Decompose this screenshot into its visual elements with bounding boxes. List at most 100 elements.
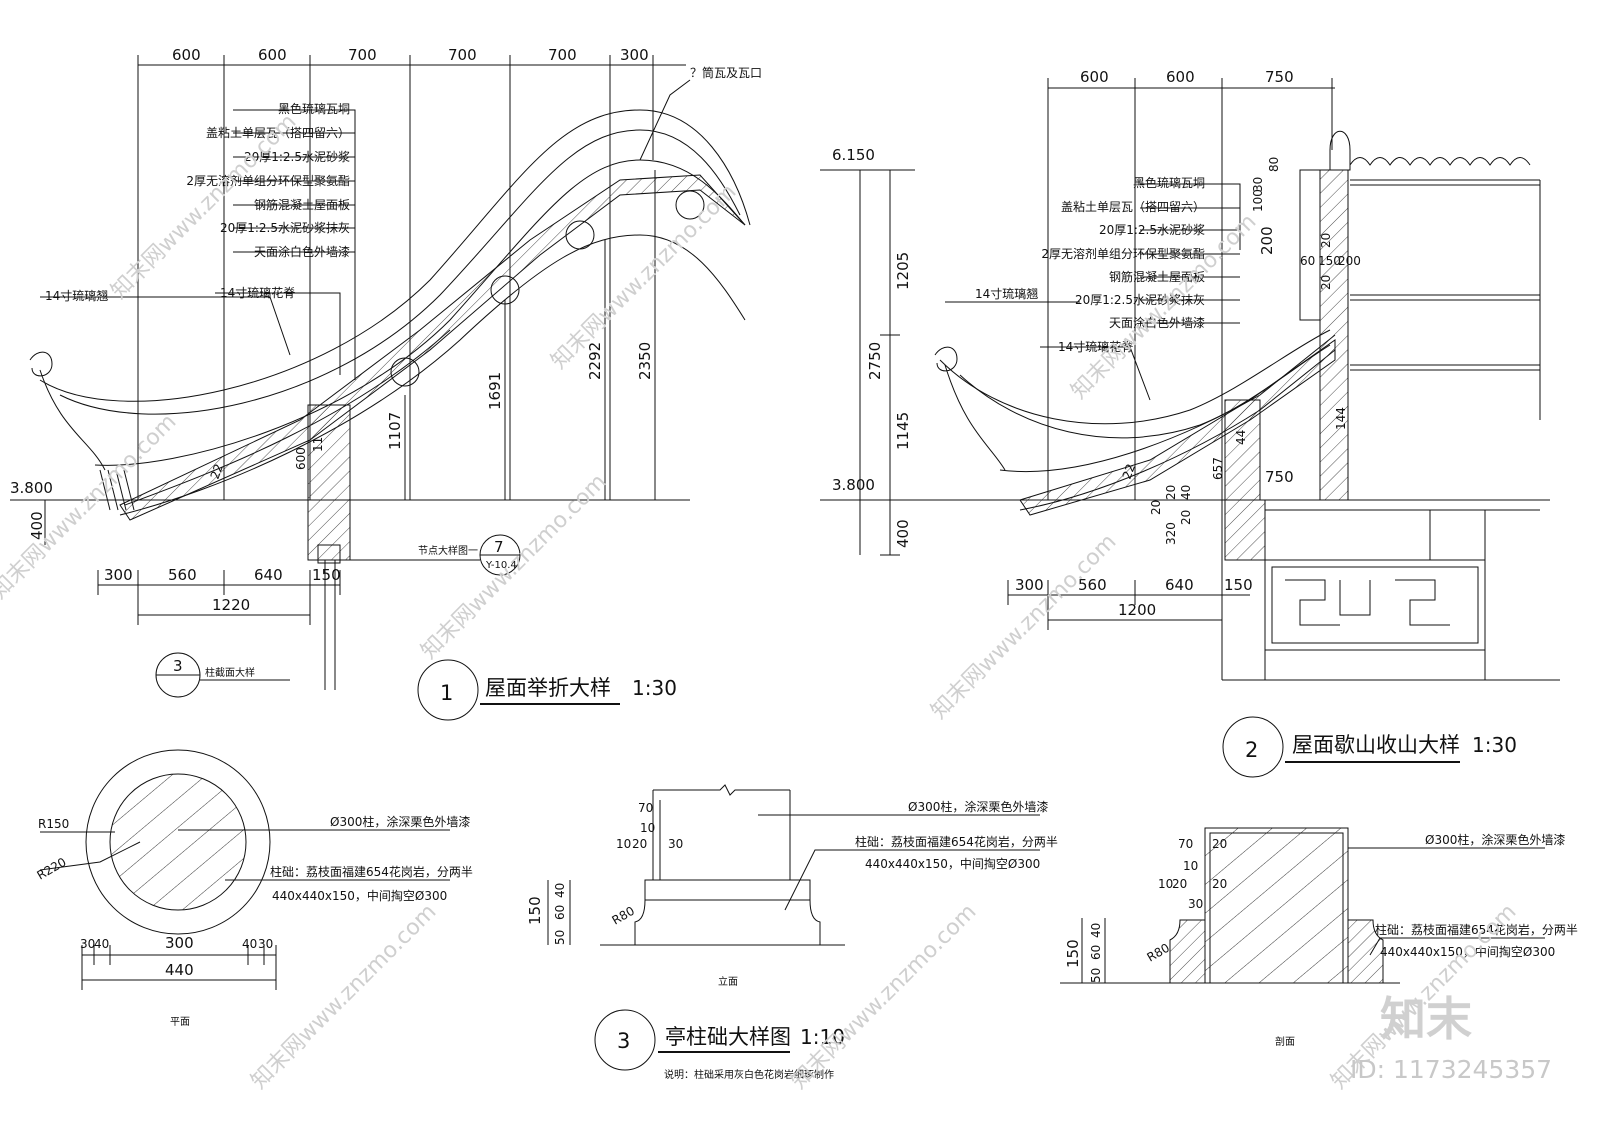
top-dim: 600 bbox=[258, 46, 287, 64]
elev-dim: 10 bbox=[640, 821, 655, 835]
radius: R80 bbox=[610, 904, 637, 928]
note: 柱础：荔枝面福建654花岗岩，分两半 bbox=[270, 864, 473, 879]
wall-dim: 150 bbox=[1318, 254, 1341, 268]
sect-dim: 20 bbox=[1212, 837, 1227, 851]
label-ridge-end: 14寸琉璃翘 bbox=[975, 287, 1038, 301]
elev-dim: 10 bbox=[616, 837, 631, 851]
plan-dim: 30 bbox=[80, 937, 95, 951]
vdim: 1145 bbox=[894, 412, 912, 450]
drawing-scale: 1:10 bbox=[800, 1025, 845, 1049]
title-num: 1 bbox=[440, 681, 453, 705]
layer-label: 钢筋混凝土屋面板 bbox=[1109, 269, 1205, 284]
drawing-title: 亭柱础大样图 bbox=[665, 1025, 791, 1049]
drawing-scale: 1:30 bbox=[632, 676, 677, 700]
wall-dim: 80 bbox=[1267, 157, 1281, 172]
wall-dim: 44 bbox=[1234, 430, 1248, 445]
drawing-2-hip-gable bbox=[820, 78, 1560, 778]
top-dim: 700 bbox=[348, 46, 377, 64]
eave-dim: 20 bbox=[1179, 510, 1193, 525]
level-mark: 3.800 bbox=[10, 479, 53, 497]
elev-dim: 30 bbox=[668, 837, 683, 851]
note: 440x440x150，中间掏空Ø300 bbox=[1380, 944, 1555, 959]
eave-tiles-1 bbox=[99, 469, 135, 511]
plan-dim: 40 bbox=[242, 937, 257, 951]
top-dim: 300 bbox=[620, 46, 649, 64]
radius: R80 bbox=[1145, 941, 1172, 965]
note: Ø300柱，涂深栗色外墙漆 bbox=[1425, 832, 1565, 847]
drawing-1-roof-profile bbox=[10, 55, 751, 721]
vdim: 1205 bbox=[894, 252, 912, 290]
sect-dim: 10 bbox=[1158, 877, 1173, 891]
layer-label: 2厚无溶剂单组分环保型聚氨酯 bbox=[186, 173, 350, 188]
bottom-dim: 150 bbox=[1224, 576, 1253, 594]
plan-text: R150 R220 Ø300柱，涂深栗色外墙漆 柱础：荔枝面福建654花岗岩，分… bbox=[35, 814, 473, 1028]
layer-label: 20厚1:2.5水泥砂浆抹灰 bbox=[1075, 292, 1205, 307]
layer-label: 20厚1:2.5水泥砂浆 bbox=[1099, 222, 1205, 237]
bottom-total: 1220 bbox=[212, 596, 250, 614]
watermark-text: 知末网www.znzmo.com bbox=[927, 529, 1122, 724]
wall-dim: 60 bbox=[1300, 254, 1315, 268]
vdim: 400 bbox=[894, 519, 912, 548]
radius-outer: R220 bbox=[35, 855, 69, 883]
plan-dim: 30 bbox=[258, 937, 273, 951]
wall-dim: 200 bbox=[1338, 254, 1361, 268]
sect-dim: 40 bbox=[1089, 923, 1103, 938]
vdim: 1107 bbox=[386, 412, 404, 450]
elev-dim: 60 bbox=[553, 905, 567, 920]
sect-dim: 20 bbox=[1212, 877, 1227, 891]
drawing-title: 屋面举折大样 bbox=[485, 676, 611, 700]
wall-dim: 22 bbox=[1120, 462, 1138, 481]
elev-dim: 150 bbox=[526, 896, 544, 925]
layer-label: 天面涂白色外墙漆 bbox=[254, 244, 350, 259]
note: 柱础：荔枝面福建654花岗岩，分两半 bbox=[855, 834, 1058, 849]
title-num: 2 bbox=[1245, 738, 1258, 762]
sect-dim: 50 bbox=[1089, 968, 1103, 983]
plan-dim: 40 bbox=[94, 937, 109, 951]
vdim: 2350 bbox=[636, 342, 654, 380]
eave-dim: 40 bbox=[1179, 485, 1193, 500]
column-ref-label: 柱截面大样 bbox=[205, 666, 255, 679]
layer-label: 20厚1:2.5水泥砂浆抹灰 bbox=[220, 220, 350, 235]
drawing-1-text: 600 600 700 700 700 300 ？筒瓦及瓦口 黑色琉璃瓦垌 盖粘… bbox=[10, 46, 762, 705]
sect-dim: 10 bbox=[1183, 859, 1198, 873]
eave-dim: 20 bbox=[1149, 500, 1163, 515]
watermark-logo: 知末 bbox=[1380, 992, 1472, 1046]
layer-label: 天面涂白色外墙漆 bbox=[1109, 315, 1205, 330]
wall-dim: 657 bbox=[1211, 457, 1225, 480]
bottom-dim: 560 bbox=[1078, 576, 1107, 594]
bottom-dim: 300 bbox=[104, 566, 133, 584]
vdim: 600 bbox=[294, 447, 308, 470]
wall-dim: 200 bbox=[1258, 226, 1276, 255]
layer-label: 20厚1:2.5水泥砂浆 bbox=[244, 149, 350, 164]
note: 柱础：荔枝面福建654花岗岩，分两半 bbox=[1375, 922, 1578, 937]
watermark-text: 知末网www.znzmo.com bbox=[417, 469, 612, 664]
wall-dim: 20 bbox=[1319, 275, 1333, 290]
vdim: 1691 bbox=[486, 372, 504, 410]
note: 440x440x150，中间掏空Ø300 bbox=[865, 856, 1040, 871]
node-ref-label: 节点大样图一 bbox=[418, 544, 478, 557]
label-ridge: 14寸琉璃花脊 bbox=[220, 285, 295, 300]
layer-label: 钢筋混凝土屋面板 bbox=[254, 197, 350, 212]
wall-dim: 20 bbox=[1319, 233, 1333, 248]
watermark-text: 知末网www.znzmo.com bbox=[787, 899, 982, 1094]
plan-total: 440 bbox=[165, 961, 194, 979]
level-bottom: 3.800 bbox=[832, 476, 875, 494]
drawing-title: 屋面歇山收山大样 bbox=[1292, 733, 1460, 757]
level-top: 6.150 bbox=[832, 146, 875, 164]
callout-top: ？筒瓦及瓦口 bbox=[690, 65, 762, 80]
watermark-text: 知末网www.znzmo.com bbox=[247, 899, 442, 1094]
plan-view bbox=[39, 749, 450, 990]
plan-dim: 300 bbox=[165, 934, 194, 952]
bottom-dim: 560 bbox=[168, 566, 197, 584]
top-dim: 600 bbox=[172, 46, 201, 64]
drawing-scale: 1:30 bbox=[1472, 733, 1517, 757]
sect-dim: 150 bbox=[1064, 939, 1082, 968]
bottom-dim: 150 bbox=[312, 566, 341, 584]
wall-dim: 144 bbox=[1334, 407, 1348, 430]
bottom-dim: 640 bbox=[1165, 576, 1194, 594]
caption: 立面 bbox=[718, 975, 738, 988]
top-dim: 700 bbox=[548, 46, 577, 64]
drawing-note: 说明：柱础采用灰白色花岗岩细琢制作 bbox=[664, 1068, 834, 1081]
top-dim: 600 bbox=[1080, 68, 1109, 86]
note: 440x440x150，中间掏空Ø300 bbox=[272, 888, 447, 903]
